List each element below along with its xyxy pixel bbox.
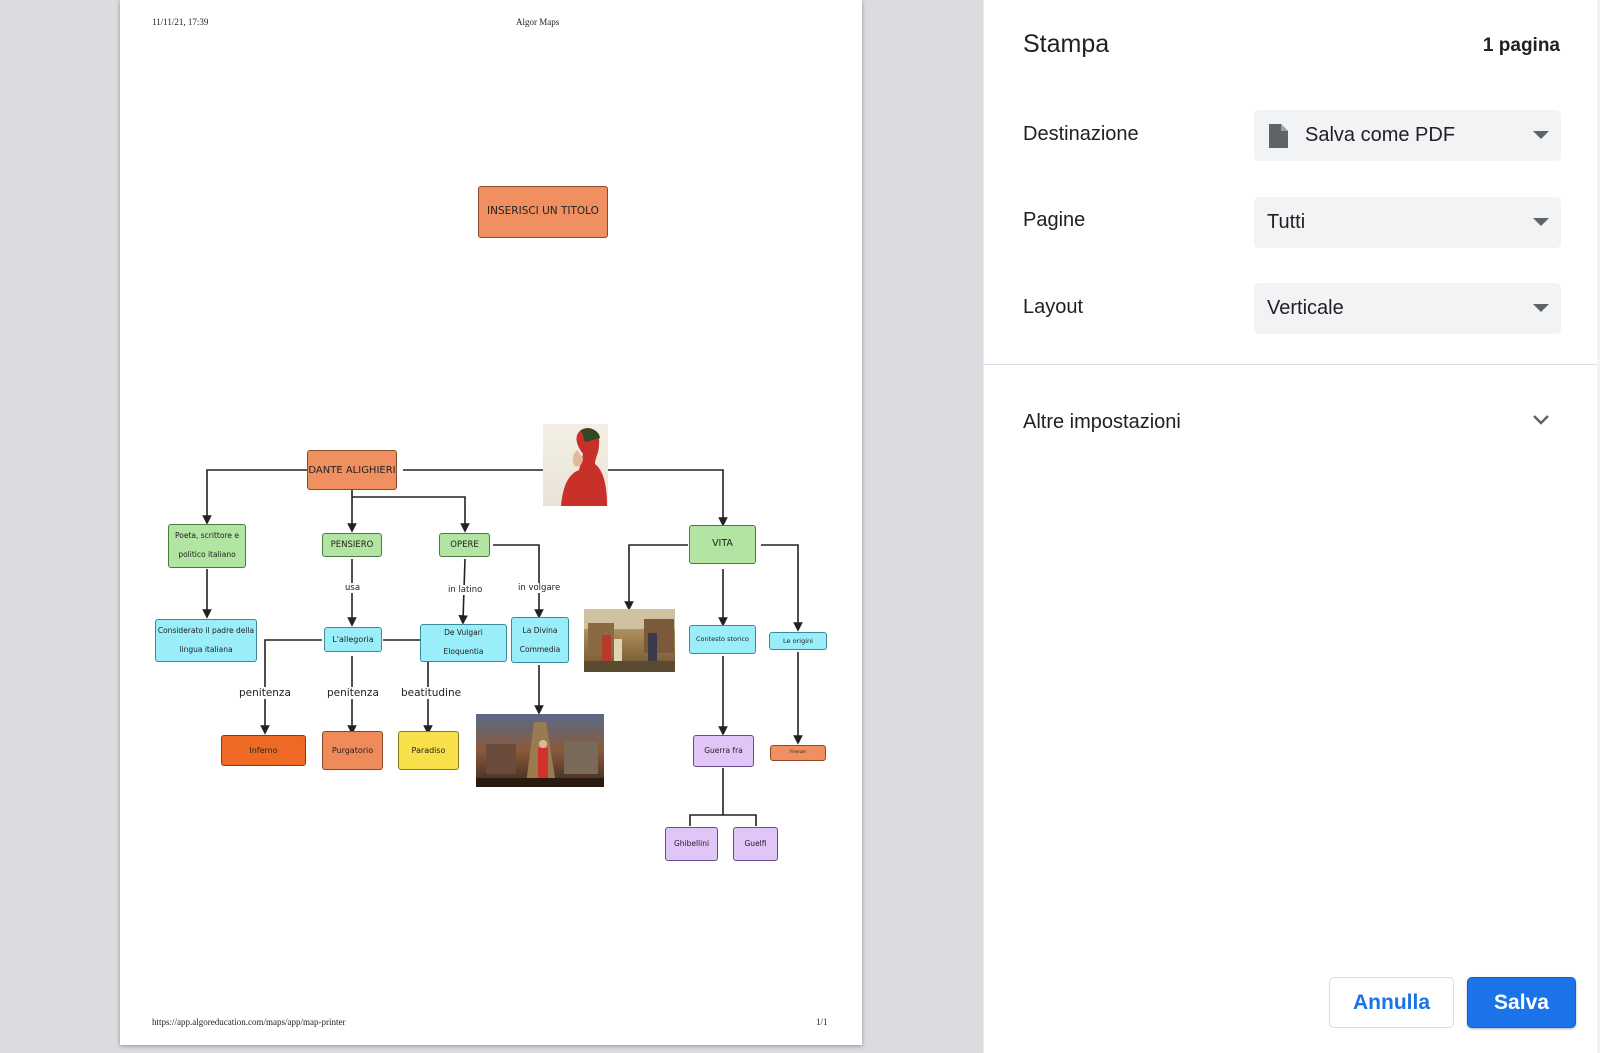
destination-select[interactable]: Salva come PDF: [1254, 110, 1561, 161]
page-count: 1 pagina: [1482, 35, 1560, 56]
page-footer-url: https://app.algoreducation.com/maps/app/…: [152, 1017, 346, 1027]
more-settings-toggle[interactable]: Altre impostazioni: [1023, 411, 1181, 433]
node-padre-line1: Considerato il padre della: [157, 625, 255, 635]
node-le-origini: Le origini: [769, 632, 827, 650]
link-label-in-volgare: in volgare: [517, 583, 562, 593]
dropdown-arrow-icon: [1533, 304, 1549, 312]
dante-portrait-image: [543, 424, 608, 506]
node-guelfi: Guelfi: [733, 827, 778, 861]
node-poeta-line1: Poeta, scrittore e: [175, 531, 239, 541]
cancel-button[interactable]: Annulla: [1329, 977, 1454, 1028]
node-volgari-line1: De Vulgari: [444, 628, 483, 638]
section-divider: [984, 364, 1600, 365]
node-divina-line1: La Divina: [522, 625, 558, 635]
document-icon: [1269, 123, 1288, 148]
node-divina-line2: Commedia: [519, 645, 561, 654]
pages-label: Pagine: [1023, 209, 1086, 231]
link-label-beatitudine: beatitudine: [400, 687, 463, 699]
destination-value: Salva come PDF: [1305, 124, 1456, 146]
node-volgari-line2: Eloquentia: [443, 647, 484, 656]
painting-divina-commedia-image: [476, 714, 604, 787]
node-vita: VITA: [689, 525, 756, 564]
node-opere: OPERE: [439, 533, 490, 557]
node-ghibellini: Ghibellini: [665, 827, 718, 861]
pages-value: Tutti: [1267, 211, 1306, 233]
node-inferno: Inferno: [221, 735, 306, 766]
page-header-datetime: 11/11/21, 17:39: [152, 17, 209, 27]
map-title-node: INSERISCI UN TITOLO: [478, 186, 608, 238]
dropdown-arrow-icon: [1533, 131, 1549, 139]
link-label-usa: usa: [344, 583, 362, 593]
panel-title: Stampa: [1023, 30, 1110, 58]
link-label-penitenza-purgatorio: penitenza: [326, 687, 380, 699]
node-divina-commedia: La Divina Commedia: [511, 617, 569, 663]
print-preview-area: 11/11/21, 17:39 Algor Maps https://app.a…: [120, 0, 862, 1045]
save-button[interactable]: Salva: [1467, 977, 1576, 1028]
chevron-down-icon[interactable]: [1532, 414, 1550, 426]
link-label-in-latino: in latino: [447, 585, 484, 595]
panel-scrollbar[interactable]: [1597, 0, 1600, 1053]
node-padre-line2: lingua italiana: [179, 644, 233, 654]
node-firenze: Firenze: [770, 745, 826, 761]
page-header-title: Algor Maps: [516, 17, 560, 27]
dropdown-arrow-icon: [1533, 218, 1549, 226]
node-allegoria: L'allegoria: [324, 627, 382, 652]
layout-select[interactable]: Verticale: [1254, 283, 1561, 334]
print-settings-panel: Stampa 1 pagina Destinazione Salva come …: [983, 0, 1600, 1053]
layout-label: Layout: [1023, 296, 1084, 318]
preview-page: 11/11/21, 17:39 Algor Maps https://app.a…: [120, 0, 862, 1045]
pages-select[interactable]: Tutti: [1254, 197, 1561, 248]
node-paradiso: Paradiso: [398, 731, 459, 770]
node-guerra-fra: Guerra fra: [693, 735, 754, 767]
page-footer-page-number: 1/1: [816, 1017, 828, 1027]
destination-label: Destinazione: [1023, 123, 1139, 145]
link-label-penitenza-inferno: penitenza: [238, 687, 292, 699]
layout-value: Verticale: [1267, 297, 1344, 319]
painting-dante-beatrice-image: [584, 609, 675, 672]
node-dante-alighieri: DANTE ALIGHIERI: [307, 450, 397, 490]
node-contesto-storico: Contesto storico: [689, 625, 756, 654]
map-connectors: [202, 469, 803, 826]
node-purgatorio: Purgatorio: [322, 731, 383, 770]
node-poeta-line2: politico italiano: [178, 550, 236, 559]
node-pensiero: PENSIERO: [322, 533, 382, 557]
node-padre-lingua: Considerato il padre della lingua italia…: [155, 619, 257, 662]
node-de-vulgari-eloquentia: De Vulgari Eloquentia: [420, 624, 507, 662]
node-poeta: Poeta, scrittore e politico italiano: [168, 524, 246, 568]
